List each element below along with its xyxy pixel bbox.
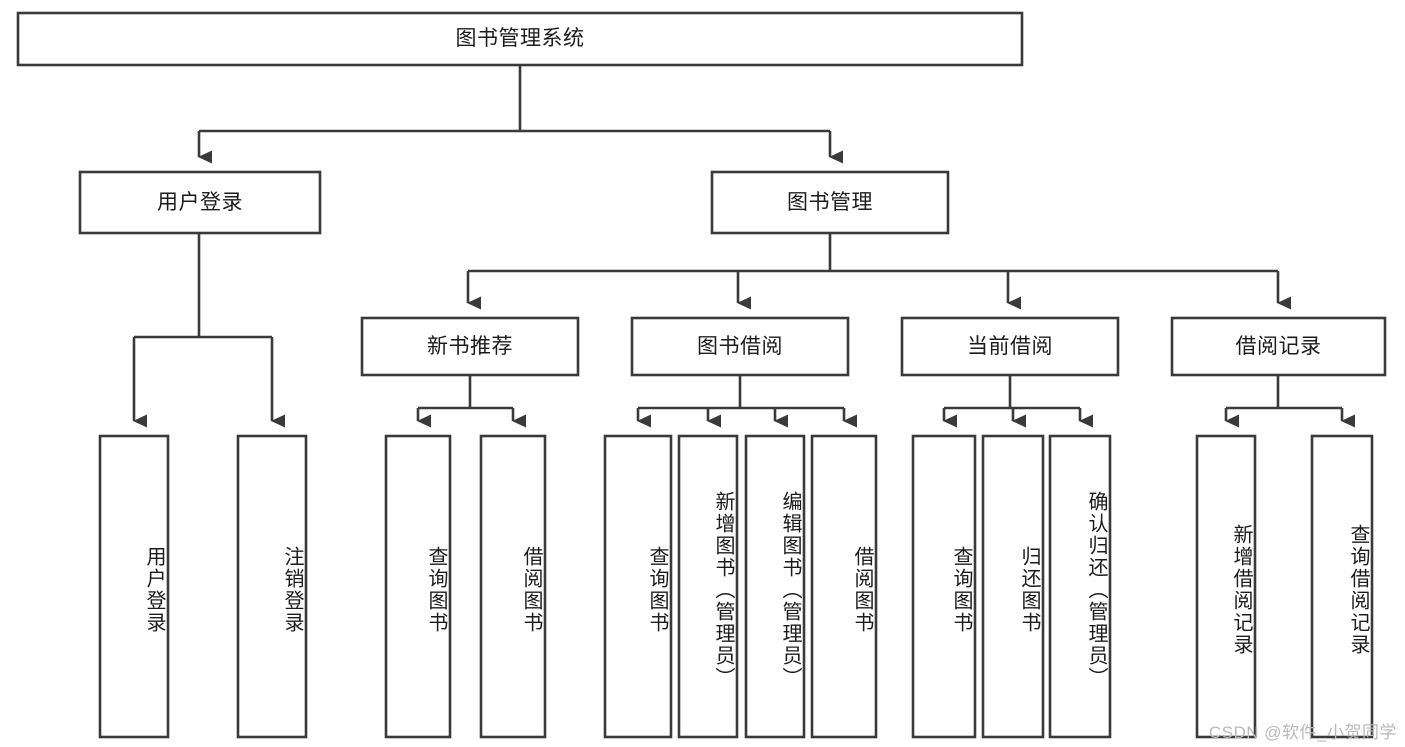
leaf-add-book[interactable] bbox=[677, 434, 739, 739]
leaf-query-record[interactable] bbox=[1310, 434, 1374, 739]
node-borrow-record[interactable] bbox=[1170, 316, 1387, 377]
leaf-logout[interactable] bbox=[236, 434, 308, 739]
csdn-watermark: CSDN @软件_小贺同学 bbox=[1208, 723, 1397, 742]
node-current-borrow[interactable] bbox=[900, 316, 1120, 377]
leaf-borrow-book-new[interactable] bbox=[479, 434, 547, 739]
leaf-user-login[interactable] bbox=[98, 434, 170, 739]
node-book-borrow[interactable] bbox=[630, 316, 850, 377]
leaf-query-book-borrow[interactable] bbox=[603, 434, 673, 739]
node-root[interactable] bbox=[16, 11, 1024, 67]
leaf-add-record[interactable] bbox=[1195, 434, 1257, 739]
leaf-borrow-book[interactable] bbox=[810, 434, 878, 739]
leaf-query-book-new[interactable] bbox=[384, 434, 452, 739]
leaf-edit-book[interactable] bbox=[744, 434, 806, 739]
leaf-query-book-current[interactable] bbox=[911, 434, 977, 739]
node-new-book-recommend[interactable] bbox=[360, 316, 580, 377]
node-book-management[interactable] bbox=[710, 170, 950, 235]
node-user-login[interactable] bbox=[78, 170, 322, 235]
leaf-confirm-return[interactable] bbox=[1048, 434, 1112, 739]
leaf-return-book[interactable] bbox=[981, 434, 1045, 739]
